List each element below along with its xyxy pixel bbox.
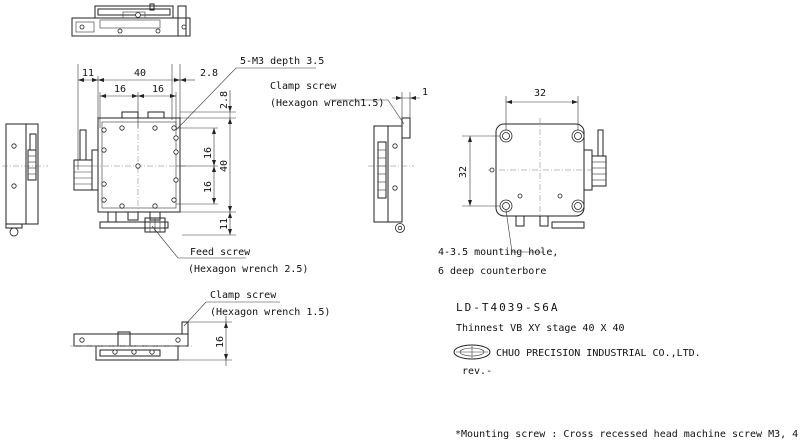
dim-front-pitch-a: 16 — [114, 84, 126, 95]
dim-side-bottom: 11 — [219, 218, 230, 230]
mounting-screw-footnote: *Mounting screw : Cross recessed head ma… — [455, 429, 800, 440]
lower-elevation-view — [70, 301, 280, 366]
right-side-view — [330, 92, 420, 233]
holes-callout: 5-M3 depth 3.5 — [240, 56, 324, 67]
front-view — [73, 64, 316, 259]
clamp-wrench-top-label: (Hexagon wrench1.5) — [270, 98, 384, 109]
counterbore-label: 6 deep counterbore — [438, 266, 546, 277]
dim-side-pitch-b: 16 — [203, 181, 214, 193]
bottom-view — [462, 96, 607, 253]
dim-mount-height: 32 — [458, 166, 469, 178]
mount-hole-label: 4-3.5 mounting hole, — [438, 247, 558, 258]
dim-front-top-offset: 2.8 — [219, 91, 230, 109]
top-elevation-view — [71, 3, 191, 37]
part-description: Thinnest VB XY stage 40 X 40 — [456, 323, 625, 334]
dim-front-left: 11 — [82, 68, 94, 79]
dim-bottom-height: 16 — [215, 336, 226, 348]
dim-side-height: 40 — [219, 160, 230, 172]
company-name: CHUO PRECISION INDUSTRIAL CO.,LTD. — [496, 348, 701, 359]
dim-right-top-gap: 1 — [422, 87, 428, 98]
clamp-screw-top-label: Clamp screw — [270, 81, 337, 92]
feed-wrench-label: (Hexagon wrench 2.5) — [188, 264, 308, 275]
revision-label: rev.- — [462, 366, 492, 377]
dim-side-pitch-a: 16 — [203, 147, 214, 159]
left-side-view — [2, 123, 48, 237]
clamp-wrench-bottom-label: (Hexagon wrench 1.5) — [210, 307, 330, 318]
dim-front-pitch-b: 16 — [152, 84, 164, 95]
clamp-screw-bottom-label: Clamp screw — [210, 290, 277, 301]
dim-front-width: 40 — [134, 68, 146, 79]
dim-mount-width: 32 — [534, 88, 546, 99]
dim-front-right: 2.8 — [200, 68, 218, 79]
part-number: LD-T4039-S6A — [456, 301, 559, 314]
company-logo — [453, 344, 491, 360]
feed-screw-label: Feed screw — [190, 247, 251, 258]
